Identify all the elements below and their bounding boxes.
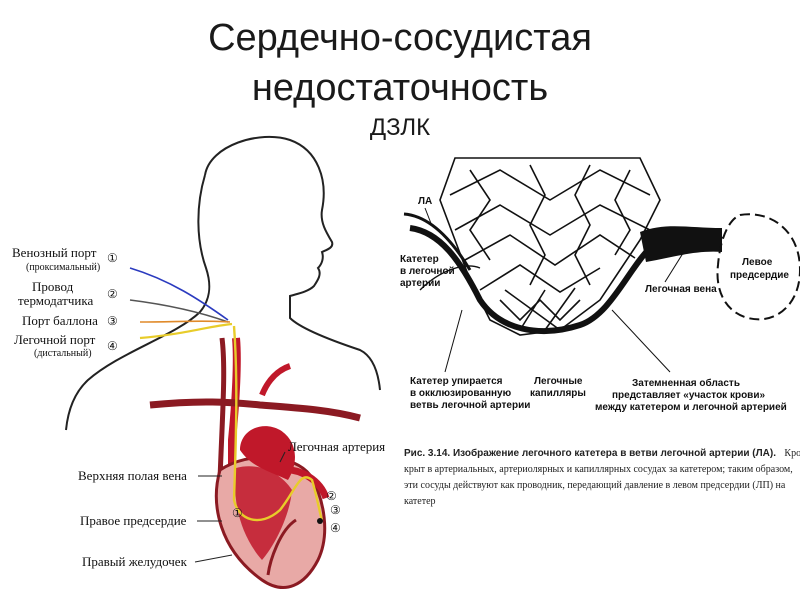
label-la: ЛА: [418, 196, 432, 207]
label-pulmonary-artery: Легочная артерия: [288, 439, 385, 454]
page-subtitle: ДЗЛК: [369, 114, 431, 141]
heart-marker-1: ①: [232, 506, 243, 520]
caption-part-1: Кровоток пере-: [784, 448, 800, 459]
port-2-number: ②: [107, 287, 118, 301]
pulmonary-vessels: [403, 212, 723, 334]
port-2-label-2: термодатчика: [18, 293, 93, 308]
caption-line-2: крыт в артериальных, артериолярных и кап…: [404, 464, 793, 475]
caption-line-4: катетер: [404, 496, 436, 507]
port-1-sublabel: (проксимальный): [26, 262, 100, 273]
label-dark-2: представляет «участок крови»: [612, 390, 765, 401]
figure-caption: Рис. 3.14. Изображение легочного катетер…: [404, 443, 800, 507]
port-3-number: ③: [107, 314, 118, 328]
label-capillaries-2: капилляры: [530, 388, 586, 399]
label-left-atrium-2: предсердие: [730, 270, 789, 281]
port-4-label: Легочной порт: [14, 332, 96, 347]
right-diagram-labels: ЛА Катетер в легочной артерии Легочная в…: [400, 196, 789, 413]
page-title-line-2: недостаточность: [251, 67, 549, 109]
caption-line-3: эти сосуды действуют как проводник, пере…: [404, 480, 786, 491]
port-1-label: Венозный порт: [12, 245, 97, 260]
body-silhouette: [65, 135, 381, 431]
left-atrium-shape: [716, 213, 800, 321]
port-1-number: ①: [107, 251, 118, 265]
label-catheter-1: Катетер: [400, 254, 439, 265]
label-dark-1: Затемненная область: [632, 377, 740, 389]
label-occl-3: ветвь легочной артерии: [410, 400, 530, 411]
label-catheter-2: в легочной: [400, 266, 455, 277]
caption-bold: Рис. 3.14. Изображение легочного катетер…: [404, 447, 776, 459]
page-title-line-1: Сердечно-сосудистая: [208, 17, 592, 59]
caption-line-1: Рис. 3.14. Изображение легочного катетер…: [404, 443, 800, 460]
heart-marker-3: ③: [330, 503, 341, 517]
capillary-network: [439, 157, 661, 336]
label-svc: Верхняя полая вена: [78, 468, 187, 483]
catheter-wires: [129, 267, 324, 522]
label-right-atrium: Правое предсердие: [80, 513, 187, 528]
label-pulm-vein: Легочная вена: [645, 284, 717, 295]
label-occl-1: Катетер упирается: [410, 376, 503, 387]
port-4-sublabel: (дистальный): [34, 348, 92, 359]
label-capillaries-1: Легочные: [534, 376, 583, 387]
label-catheter-3: артерии: [400, 278, 440, 289]
port-3-label: Порт баллона: [22, 313, 98, 328]
heart-marker-2: ②: [326, 489, 337, 503]
label-dark-3: между катетером и легочной артерией: [595, 402, 787, 413]
label-left-atrium-1: Левое: [742, 257, 773, 268]
port-4-number: ④: [107, 339, 118, 353]
heart: [214, 426, 330, 589]
heart-labels: Легочная артерия Верхняя полая вена Прав…: [78, 439, 385, 569]
label-right-ventricle: Правый желудочек: [82, 554, 188, 569]
label-occl-2: в окклюзированную: [410, 388, 512, 399]
heart-marker-4: ④: [330, 521, 341, 535]
port-labels: Венозный порт (проксимальный) ① Провод т…: [12, 245, 118, 359]
port-2-label: Провод: [32, 279, 74, 294]
